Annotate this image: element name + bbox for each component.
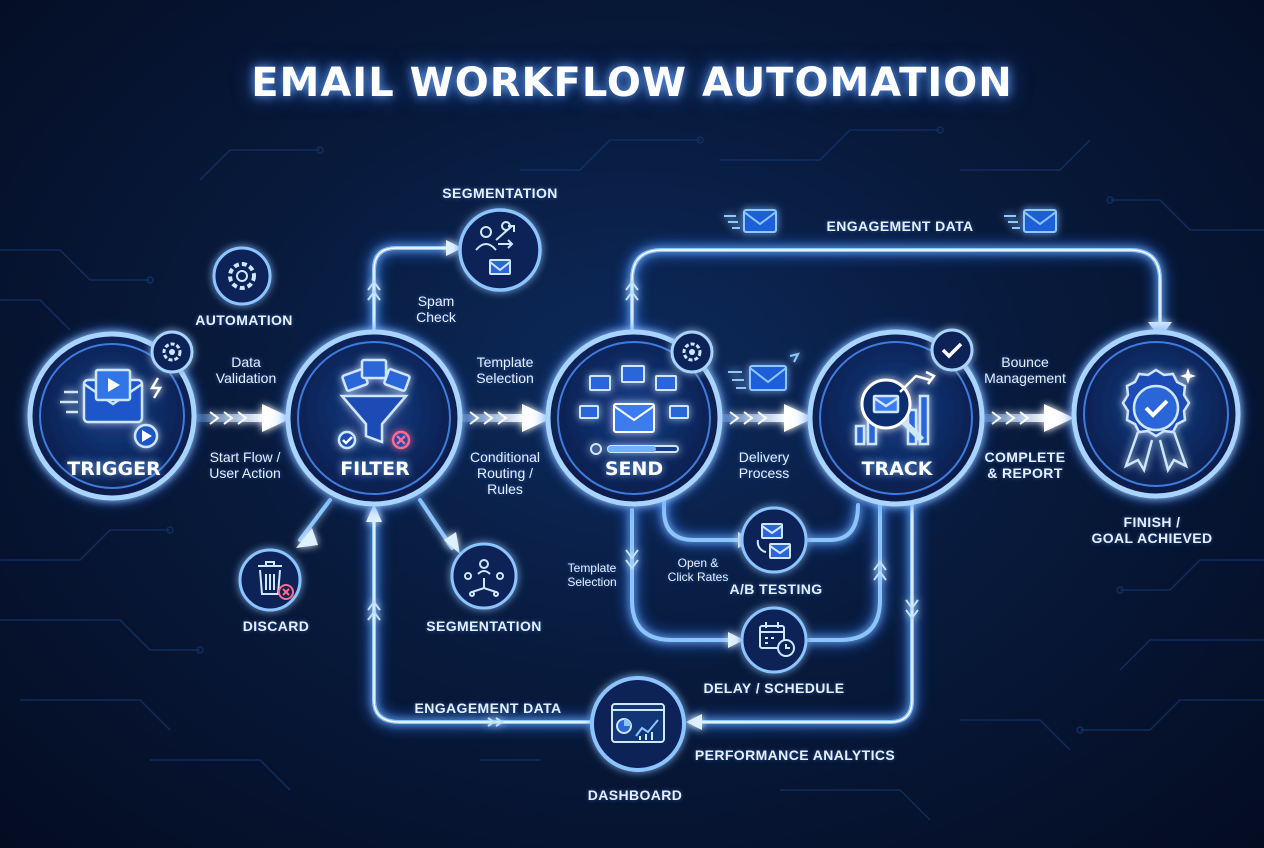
funnel-icon <box>337 358 411 450</box>
open-click-rates-label: Open & Click Rates <box>668 556 729 584</box>
gear-icon <box>670 330 714 374</box>
rail-filter-to-discard <box>298 498 332 542</box>
ab-testing-label: A/B TESTING <box>729 581 823 597</box>
rail-send-to-ab <box>662 478 742 542</box>
rail-delay-to-track <box>806 498 882 642</box>
engagement-data-top-label: ENGAGEMENT DATA <box>826 218 974 234</box>
envelope-icon <box>1004 209 1057 233</box>
start-flow-label: Start Flow / User Action <box>209 449 281 481</box>
email-swap-icon <box>756 523 791 559</box>
users-network-icon <box>464 559 504 597</box>
rail-send-to-delay <box>630 508 732 642</box>
label-text: Spam Check <box>416 293 456 325</box>
node-trigger-label: TRIGGER <box>67 458 161 480</box>
envelope-icon <box>728 352 800 391</box>
arrow-trigger-filter <box>196 404 292 432</box>
bounce-management-label: Bounce Management <box>984 354 1066 386</box>
calendar-clock-icon <box>759 622 795 657</box>
template-selection-top-label: Template Selection <box>476 354 534 386</box>
arrow-track-finish <box>978 404 1074 432</box>
discard-label: DISCARD <box>242 618 310 634</box>
envelope-icon <box>724 209 777 233</box>
segmentation-top-label: SEGMENTATION <box>442 185 558 201</box>
engagement-data-bottom-label: ENGAGEMENT DATA <box>414 700 562 716</box>
flying-envelope-icons <box>724 209 1057 391</box>
complete-report-label: COMPLETE & REPORT <box>985 449 1066 481</box>
email-play-icon <box>60 368 163 449</box>
gear-icon <box>228 262 256 290</box>
node-track-label: TRACK <box>861 458 933 480</box>
page-title: EMAIL WORKFLOW AUTOMATION <box>251 60 1013 106</box>
check-icon <box>930 328 974 372</box>
label-text: Open & Click Rates <box>667 556 729 584</box>
label-text: Template Selection <box>476 354 534 386</box>
conditional-routing-label: Conditional Routing / Rules <box>470 449 540 497</box>
dashboard-label: DASHBOARD <box>587 787 683 803</box>
circuit-background <box>0 126 1264 821</box>
arrow-send-track <box>716 404 814 432</box>
engagement-loop-top <box>630 248 1162 342</box>
rail-arrowheads <box>296 240 1172 730</box>
finish-goal-label: FINISH / GOAL ACHIEVED <box>1091 514 1212 546</box>
label-text: Delivery Process <box>738 449 790 481</box>
email-send-icon <box>579 365 689 455</box>
automation-label: AUTOMATION <box>195 312 293 328</box>
node-filter-label: FILTER <box>340 458 410 480</box>
arrow-filter-send <box>456 404 552 432</box>
delivery-process-label: Delivery Process <box>739 449 790 481</box>
main-flow-arrows <box>196 404 1074 432</box>
label-text: COMPLETE & REPORT <box>984 449 1066 481</box>
label-text: FINISH / GOAL ACHIEVED <box>1091 514 1213 546</box>
data-validation-label: Data Validation <box>216 354 276 386</box>
label-text: Data Validation <box>215 354 277 386</box>
delay-schedule-label: DELAY / SCHEDULE <box>703 680 845 696</box>
award-badge-icon <box>1121 368 1196 474</box>
rail-ab-to-track <box>804 503 860 542</box>
template-selection-bottom-label: Template Selection <box>567 561 616 589</box>
label-text: Start Flow / User Action <box>209 449 281 481</box>
gear-icon <box>150 330 194 374</box>
trash-icon <box>258 561 294 600</box>
node-send-label: SEND <box>604 458 664 480</box>
spam-check-label: Spam Check <box>416 293 456 325</box>
performance-analytics-label: PERFORMANCE ANALYTICS <box>694 747 896 763</box>
rail-dashboard-to-filter <box>372 508 592 724</box>
label-text: Bounce Management <box>984 354 1066 386</box>
users-split-icon <box>475 221 515 275</box>
label-text: Conditional Routing / Rules <box>469 449 541 497</box>
segmentation-bottom-label: SEGMENTATION <box>426 618 542 634</box>
sub-node-icons <box>228 221 795 743</box>
label-text: Template Selection <box>567 561 617 589</box>
analytics-screen-icon <box>611 703 665 743</box>
magnifier-chart-icon <box>854 370 936 446</box>
node-badges <box>150 328 974 374</box>
